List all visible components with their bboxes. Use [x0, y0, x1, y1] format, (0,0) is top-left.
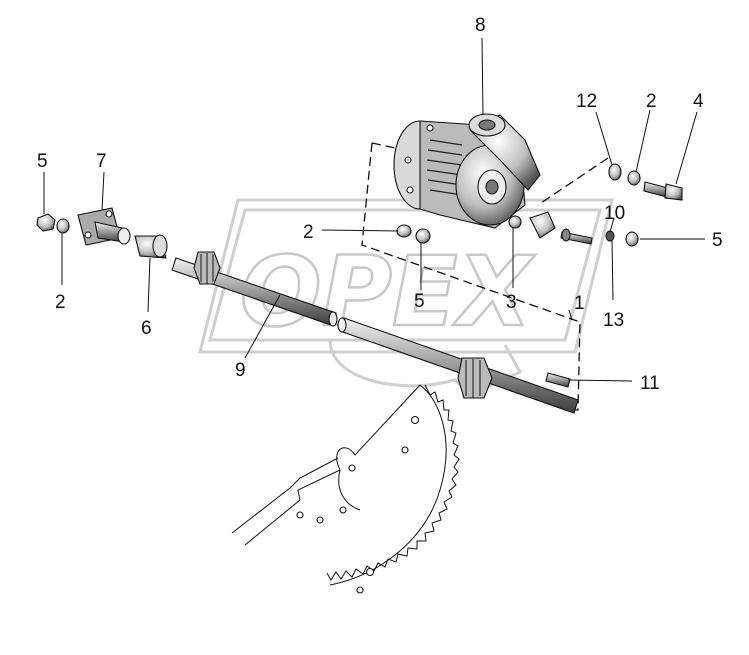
callout-10: 10	[604, 203, 625, 224]
callout-2-center: 2	[303, 222, 314, 243]
shaft-11	[337, 317, 579, 414]
callout-2-left: 2	[55, 292, 66, 313]
callout-8: 8	[475, 15, 486, 36]
hardware-right	[508, 163, 683, 247]
callout-13: 13	[603, 310, 624, 331]
callout-7: 7	[96, 151, 107, 172]
callout-11: 11	[640, 373, 660, 394]
sector-gear-plate	[231, 384, 460, 594]
hardware-left	[36, 207, 168, 259]
callout-9: 9	[235, 360, 246, 381]
callout-12: 12	[576, 91, 597, 112]
callout-1: 1	[574, 293, 585, 314]
callout-6: 6	[141, 318, 152, 339]
callout-5-right: 5	[712, 230, 723, 251]
watermark-text: OPEX	[240, 236, 536, 348]
callout-5-center: 5	[414, 291, 425, 312]
callout-2-top: 2	[646, 91, 657, 112]
callout-3: 3	[506, 292, 517, 313]
callouts: 1 2 2 2 3 4 5 5 5 6 7 8 9 10 11 12 13	[37, 15, 723, 394]
pump-body	[393, 113, 541, 229]
callout-4: 4	[693, 91, 704, 112]
shaft-9	[171, 251, 338, 327]
leader-lines	[43, 37, 705, 382]
callout-5-left: 5	[37, 151, 48, 172]
